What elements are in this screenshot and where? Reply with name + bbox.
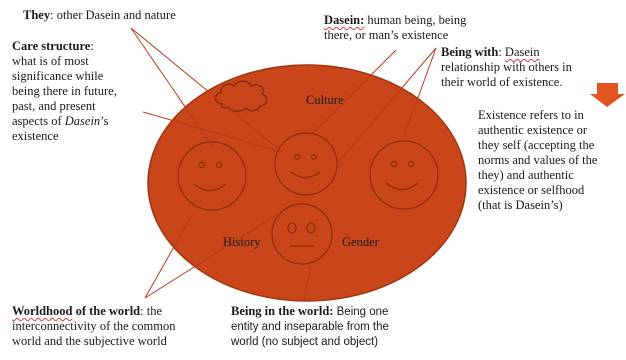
care-line-4: past, and present <box>12 99 96 113</box>
being-with-line-3: their world of existence. <box>441 75 563 89</box>
care-line-1: what is of most <box>12 54 89 68</box>
term-being-in-world: Being in the world: <box>231 304 334 318</box>
term-being-with: Being with <box>441 45 499 59</box>
down-arrow-icon <box>590 83 625 107</box>
care-line-5-prefix: aspects of <box>12 114 65 128</box>
term-they: They <box>23 8 51 22</box>
being-with-dasein: Dasein <box>504 45 540 59</box>
face-bottom <box>271 203 333 265</box>
worldhood-line-3: world and the subjective world <box>12 334 167 348</box>
existence-line-1: Existence refers to in <box>478 108 584 122</box>
existence-line-3: they self (accepting the <box>478 138 595 152</box>
being-with-colon: : <box>498 45 505 59</box>
annotation-worldhood: Worldhood of the world: the interconnect… <box>12 304 176 349</box>
care-line-6: existence <box>12 129 59 143</box>
dasein-definition: human being, being <box>364 13 467 27</box>
existence-line-4: norms and values of the <box>478 153 598 167</box>
term-worldhood-2: of the world <box>72 304 141 318</box>
cloud-shape <box>214 80 268 112</box>
term-dasein: Dasein: <box>324 13 365 27</box>
worldhood-colon: : the <box>140 304 163 318</box>
being-in-line-2: entity and inseparable from the <box>231 321 389 333</box>
existence-line-5: they) and authentic <box>478 168 574 182</box>
world-circle <box>147 64 467 302</box>
connector-lines <box>130 27 437 301</box>
annotation-being-with: Being with: Dasein relationship with oth… <box>441 45 572 90</box>
care-line-5-suffix: ’s <box>100 114 109 128</box>
annotation-care-structure: Care structure: what is of most signific… <box>12 39 117 144</box>
annotation-existence: Existence refers to in authentic existen… <box>478 108 597 213</box>
care-line-2: significance while <box>12 69 104 83</box>
being-in-definition: Being one <box>333 306 389 318</box>
annotation-they: They: other Dasein and nature <box>23 8 176 23</box>
face-left <box>177 141 247 211</box>
existence-line-6: existence or selfhood <box>478 183 585 197</box>
existence-line-7: (that is Dasein’s) <box>478 198 563 212</box>
annotation-being-in-world: Being in the world: Being one entity and… <box>231 304 389 350</box>
label-history: History <box>223 235 261 249</box>
care-line-5-italic: Dasein <box>64 114 101 128</box>
worldhood-line-2: interconnectivity of the common <box>12 319 176 333</box>
annotation-dasein: Dasein: human being, being there, or man… <box>324 13 466 43</box>
being-with-line-2: relationship with others in <box>441 60 572 74</box>
care-line-3: being there in future, <box>12 84 117 98</box>
label-culture: Culture <box>306 93 344 107</box>
label-gender: Gender <box>342 235 379 249</box>
term-care-structure: Care structure <box>12 39 91 53</box>
care-colon: : <box>90 39 94 53</box>
term-worldhood: Worldhood <box>12 304 73 318</box>
dasein-line-2: there, or man’s existence <box>324 28 449 42</box>
being-in-line-3: world (no subject and object) <box>231 336 379 348</box>
existence-line-2: authentic existence or <box>478 123 587 137</box>
they-definition: : other Dasein and nature <box>50 8 176 22</box>
face-right <box>369 140 439 210</box>
